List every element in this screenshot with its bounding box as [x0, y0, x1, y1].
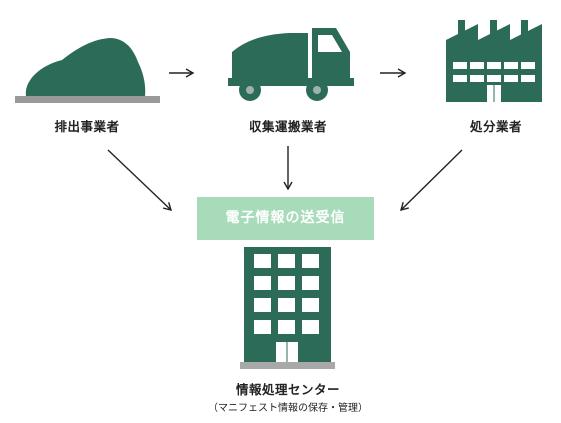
- center-label: 情報処理センター: [235, 382, 340, 397]
- arrow-discharger-to-banner: [107, 149, 173, 211]
- discharger-label: 排出事業者: [54, 119, 120, 134]
- factory-icon: [446, 20, 542, 102]
- center-sublabel: （マニフェスト情報の保存・管理）: [208, 403, 368, 414]
- banner: 電子情報の送受信: [197, 197, 374, 240]
- disposer-label: 処分業者: [469, 119, 522, 134]
- office-building-icon: [240, 247, 335, 369]
- banner-text: 電子情報の送受信: [225, 210, 346, 226]
- arrow-disposer-to-banner: [399, 149, 463, 211]
- collector-label: 収集運搬業者: [248, 119, 327, 134]
- truck-icon: [228, 28, 354, 101]
- waste-pile-icon: [15, 38, 160, 103]
